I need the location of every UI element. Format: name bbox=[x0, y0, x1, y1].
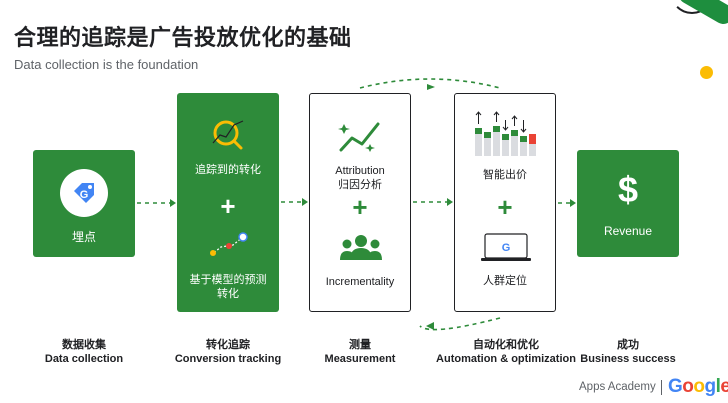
automation-box: 智能出价 + G 人群定位 bbox=[454, 93, 556, 312]
logo-letter: o bbox=[693, 376, 705, 397]
svg-text:G: G bbox=[80, 189, 89, 201]
caption-automation: 自动化和优化 Automation & optimization bbox=[430, 337, 582, 367]
revenue-label: Revenue bbox=[603, 224, 653, 238]
tracked-conversions-label: 追踪到的转化 bbox=[195, 164, 261, 176]
logo-letter: e bbox=[720, 376, 728, 397]
data-collection-box: G 埋点 bbox=[33, 150, 135, 257]
laptop-google-icon: G bbox=[481, 233, 531, 261]
caption-cn: 自动化和优化 bbox=[473, 338, 539, 351]
caption-cn: 测量 bbox=[349, 338, 371, 351]
plus-icon: + bbox=[497, 192, 513, 222]
attribution-path-icon bbox=[338, 122, 380, 152]
caption-cn: 成功 bbox=[617, 338, 639, 351]
smart-bidding-label: 智能出价 bbox=[483, 169, 527, 181]
measurement-box: Attribution 归因分析 + Incrementality bbox=[309, 93, 411, 312]
incrementality-label: Incrementality bbox=[325, 276, 395, 288]
people-group-icon bbox=[340, 235, 382, 260]
plus-icon: + bbox=[220, 191, 236, 221]
page-title: 合理的追踪是广告投放优化的基础 bbox=[14, 26, 352, 51]
logo-letter: g bbox=[704, 376, 717, 397]
page-subtitle: Data collection is the foundation bbox=[14, 57, 199, 72]
footer-divider bbox=[661, 380, 662, 395]
modeled-trend-icon bbox=[210, 232, 248, 256]
conversion-box: 追踪到的转化 + 基于模型的预测 转化 bbox=[177, 93, 279, 312]
modeled-conversions-label-2: 转化 bbox=[217, 288, 239, 300]
caption-en: Measurement bbox=[324, 353, 396, 365]
caption-conversion-tracking: 转化追踪 Conversion tracking bbox=[163, 337, 293, 367]
svg-text:G: G bbox=[502, 242, 511, 254]
logo-letter: o bbox=[682, 376, 694, 397]
caption-cn: 转化追踪 bbox=[206, 338, 250, 351]
apps-academy-brand: Apps Academy bbox=[579, 381, 656, 393]
data-collection-label: 埋点 bbox=[71, 230, 96, 244]
caption-en: Business success bbox=[580, 353, 676, 365]
modeled-conversions-label-1: 基于模型的预测 bbox=[189, 274, 267, 286]
caption-data-collection: 数据收集 Data collection bbox=[24, 337, 144, 367]
google-logo: Google bbox=[668, 376, 728, 398]
decorative-yellow-dot bbox=[700, 66, 713, 79]
smart-bidding-bars-icon bbox=[475, 111, 536, 156]
attribution-label: Attribution bbox=[335, 165, 385, 177]
logo-letter: l bbox=[715, 376, 721, 397]
plus-icon: + bbox=[352, 192, 368, 222]
caption-measurement: 测量 Measurement bbox=[305, 337, 415, 367]
caption-en: Conversion tracking bbox=[174, 353, 282, 365]
caption-en: Data collection bbox=[44, 353, 124, 365]
caption-business-success: 成功 Business success bbox=[578, 337, 678, 367]
attribution-cn-label: 归因分析 bbox=[338, 179, 382, 191]
caption-cn: 数据收集 bbox=[62, 338, 106, 351]
dollar-icon: $ bbox=[617, 169, 639, 210]
magnifier-chart-icon bbox=[212, 120, 244, 150]
caption-en: Automation & optimization bbox=[436, 353, 576, 365]
google-tag-icon: G bbox=[60, 169, 108, 217]
arrow-bottom-loop bbox=[419, 317, 501, 331]
audience-targeting-label: 人群定位 bbox=[483, 275, 527, 287]
logo-letter: G bbox=[668, 376, 683, 397]
revenue-box: $ Revenue bbox=[577, 150, 679, 257]
